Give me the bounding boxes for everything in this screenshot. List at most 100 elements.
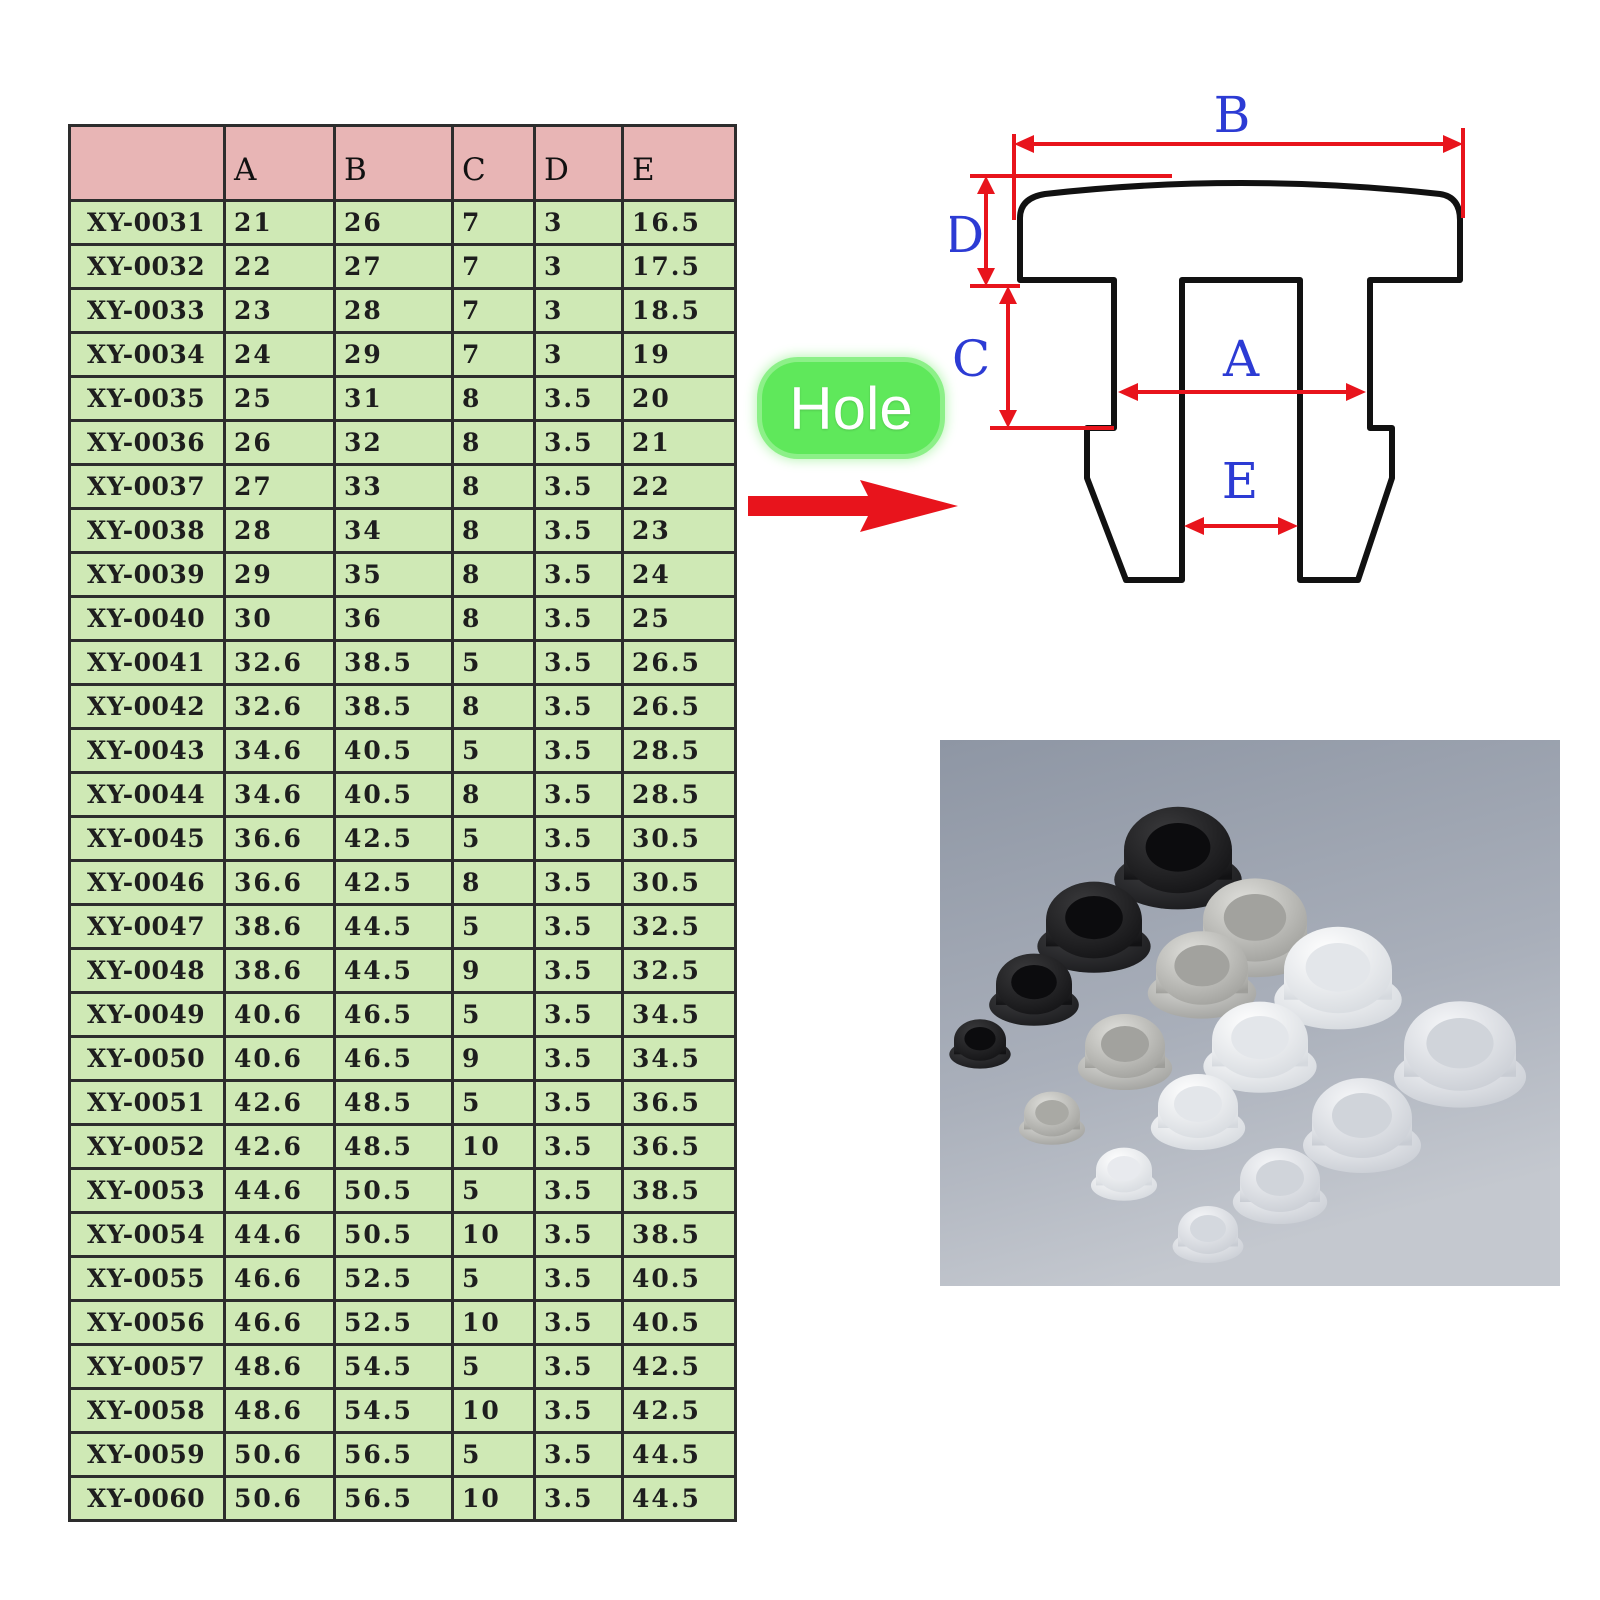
value-cell: 3.5 [533,1035,624,1082]
value-cell: 3.5 [533,903,624,950]
model-cell: XY-0056 [68,1299,226,1346]
value-cell: 5 [451,727,536,774]
value-cell: 9 [451,1035,536,1082]
model-cell: XY-0059 [68,1431,226,1478]
value-cell: 3.5 [533,595,624,642]
value-cell: 10 [451,1123,536,1170]
value-cell: 44.5 [333,947,454,994]
value-cell: 8 [451,375,536,422]
value-cell: 52.5 [333,1255,454,1302]
value-cell: 50.6 [223,1431,336,1478]
value-cell: 23 [223,287,336,334]
label-d: D [950,206,984,264]
grommet [1114,806,1242,910]
dimension-a [1118,383,1366,401]
value-cell: 27 [223,463,336,510]
value-cell: 16.5 [621,199,737,246]
value-cell: 40.5 [333,727,454,774]
value-cell: 8 [451,463,536,510]
model-cell: XY-0049 [68,991,226,1038]
value-cell: 8 [451,595,536,642]
value-cell: 5 [451,639,536,686]
value-cell: 34.5 [621,991,737,1038]
model-cell: XY-0046 [68,859,226,906]
grommet [1077,1014,1173,1090]
model-cell: XY-0051 [68,1079,226,1126]
value-cell: 34.6 [223,727,336,774]
value-cell: 44.6 [223,1167,336,1214]
value-cell: 23 [621,507,737,554]
model-cell: XY-0038 [68,507,226,554]
model-cell: XY-0050 [68,1035,226,1082]
value-cell: 29 [223,551,336,598]
model-cell: XY-0041 [68,639,226,686]
value-cell: 8 [451,551,536,598]
value-cell: 10 [451,1211,536,1258]
value-cell: 10 [451,1299,536,1346]
value-cell: 28 [223,507,336,554]
value-cell: 44.6 [223,1211,336,1258]
value-cell: 3.5 [533,859,624,906]
value-cell: 38.6 [223,947,336,994]
plug-outline [1017,180,1463,583]
header-e: E [621,124,737,202]
value-cell: 3.5 [533,551,624,598]
value-cell: 44.5 [621,1475,737,1522]
value-cell: 19 [621,331,737,378]
value-cell: 46.5 [333,1035,454,1082]
value-cell: 24 [223,331,336,378]
value-cell: 34 [333,507,454,554]
value-cell: 46.5 [333,991,454,1038]
value-cell: 31 [333,375,454,422]
value-cell: 21 [223,199,336,246]
label-a: A [1222,330,1260,388]
value-cell: 3.5 [533,375,624,422]
value-cell: 26 [333,199,454,246]
value-cell: 36.5 [621,1123,737,1170]
value-cell: 5 [451,1431,536,1478]
value-cell: 28.5 [621,727,737,774]
value-cell: 38.5 [333,683,454,730]
model-cell: XY-0032 [68,243,226,290]
model-cell: XY-0043 [68,727,226,774]
right-arrow-icon [748,480,958,532]
value-cell: 40.5 [333,771,454,818]
value-cell: 40.6 [223,991,336,1038]
dimension-e [1184,517,1298,535]
hole-label: Hole [789,374,913,442]
value-cell: 52.5 [333,1299,454,1346]
value-cell: 36.6 [223,815,336,862]
value-cell: 22 [223,243,336,290]
value-cell: 29 [333,331,454,378]
dimension-b [1012,128,1465,220]
value-cell: 5 [451,815,536,862]
model-cell: XY-0040 [68,595,226,642]
header-a: A [223,124,336,202]
grommet [1172,1206,1244,1263]
value-cell: 54.5 [333,1387,454,1434]
value-cell: 3.5 [533,771,624,818]
value-cell: 3 [533,199,624,246]
product-photo [940,740,1560,1286]
value-cell: 3.5 [533,1343,624,1390]
value-cell: 32.6 [223,683,336,730]
value-cell: 50.6 [223,1475,336,1522]
value-cell: 3.5 [533,991,624,1038]
value-cell: 38.5 [621,1211,737,1258]
header-c: C [451,124,536,202]
value-cell: 32.5 [621,903,737,950]
grommet-group [949,806,1527,1263]
dimension-c [990,286,1114,430]
value-cell: 48.6 [223,1343,336,1390]
